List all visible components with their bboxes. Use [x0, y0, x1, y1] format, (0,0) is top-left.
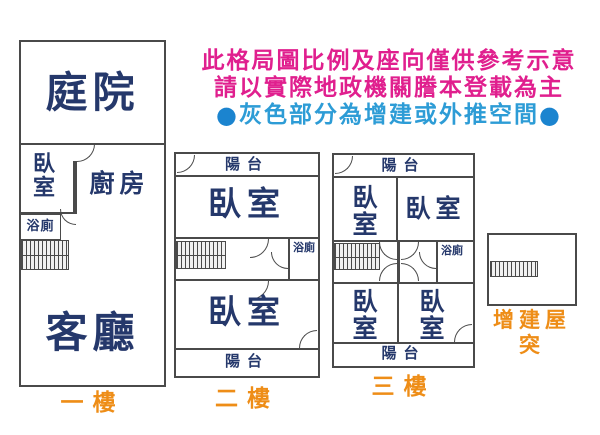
wall [288, 237, 290, 281]
wall [436, 240, 438, 282]
rooftop-label: 增建屋突 [493, 308, 571, 358]
note-text: 灰色部分為增建或外推空間 [239, 102, 539, 128]
disclaimer-line2: 請以實際地政機關謄本登載為主 [214, 75, 564, 101]
floor1-bedroom-label: 臥室 [32, 152, 55, 201]
wall [21, 212, 75, 214]
floor1-label: 一樓 [60, 390, 125, 416]
door-arc [419, 252, 436, 269]
floor2-balcony-bottom-label: 陽台 [224, 352, 269, 370]
floor1-plan: 庭院 臥室 廚房 浴廁 客廳 [19, 40, 166, 387]
floor3-balcony-top-label: 陽台 [381, 156, 426, 174]
bullet-left-icon: ● [216, 101, 239, 129]
stairs [334, 243, 380, 270]
floor2-bedroom-bottom-label: 臥室 [208, 292, 286, 331]
floor1-kitchen-label: 廚房 [89, 169, 150, 198]
floor3-bedroom-top-right-label: 臥室 [405, 194, 466, 223]
stairs [176, 241, 226, 269]
floor1-bath-label: 浴廁 [26, 219, 55, 234]
wall [176, 279, 318, 281]
door-arc [60, 209, 76, 225]
wall [176, 175, 318, 177]
floor2-label: 二樓 [215, 386, 279, 412]
door-arc [454, 324, 472, 342]
door-arc [250, 239, 269, 258]
floor3-bedroom-bottom-left-label: 臥室 [352, 287, 378, 343]
floor3-bedroom-top-left-label: 臥室 [352, 183, 378, 239]
floor2-balcony-top-label: 陽台 [224, 155, 269, 173]
door-arc [299, 330, 317, 348]
stairs-divider [22, 255, 68, 256]
wall [396, 176, 398, 240]
floor1-bathroom: 浴廁 [21, 214, 61, 240]
floor3-balcony-bottom-label: 陽台 [381, 344, 426, 362]
floor2-bath-label: 浴廁 [293, 241, 315, 254]
wall [73, 161, 77, 214]
stairs-divider [335, 256, 379, 258]
door-arc [271, 252, 288, 269]
door-arc [401, 263, 419, 281]
wall [334, 342, 473, 344]
wall [334, 176, 473, 178]
floor3-bedroom-bottom-right-label: 臥室 [419, 287, 445, 343]
floor2-bedroom-top-label: 臥室 [208, 184, 286, 223]
door-arc [379, 263, 397, 281]
rooftop-plan [487, 233, 577, 306]
floor3-plan: 陽台 臥室 臥室 浴廁 臥室 臥室 陽台 [332, 153, 475, 368]
wall [176, 348, 318, 350]
wall [397, 242, 400, 282]
floor1-courtyard-label: 庭院 [45, 68, 140, 117]
door-arc [401, 242, 419, 260]
note-line: ●灰色部分為增建或外推空間● [178, 101, 600, 129]
stairs-divider [177, 255, 225, 256]
wall [334, 282, 473, 284]
floor3-bath-label: 浴廁 [441, 244, 463, 257]
door-arc [77, 144, 95, 162]
bullet-right-icon: ● [539, 101, 562, 129]
door-arc [379, 242, 397, 260]
wall [176, 237, 318, 239]
stairs [21, 240, 69, 270]
wall [334, 240, 473, 242]
floor2-plan: 陽台 臥室 浴廁 臥室 陽台 [174, 152, 320, 378]
wall [397, 282, 399, 342]
disclaimer-line1: 此格局圖比例及座向僅供參考示意 [201, 48, 577, 74]
stairs [490, 261, 538, 277]
floor1-living-label: 客廳 [45, 308, 140, 357]
floor3-label: 三樓 [371, 374, 436, 400]
